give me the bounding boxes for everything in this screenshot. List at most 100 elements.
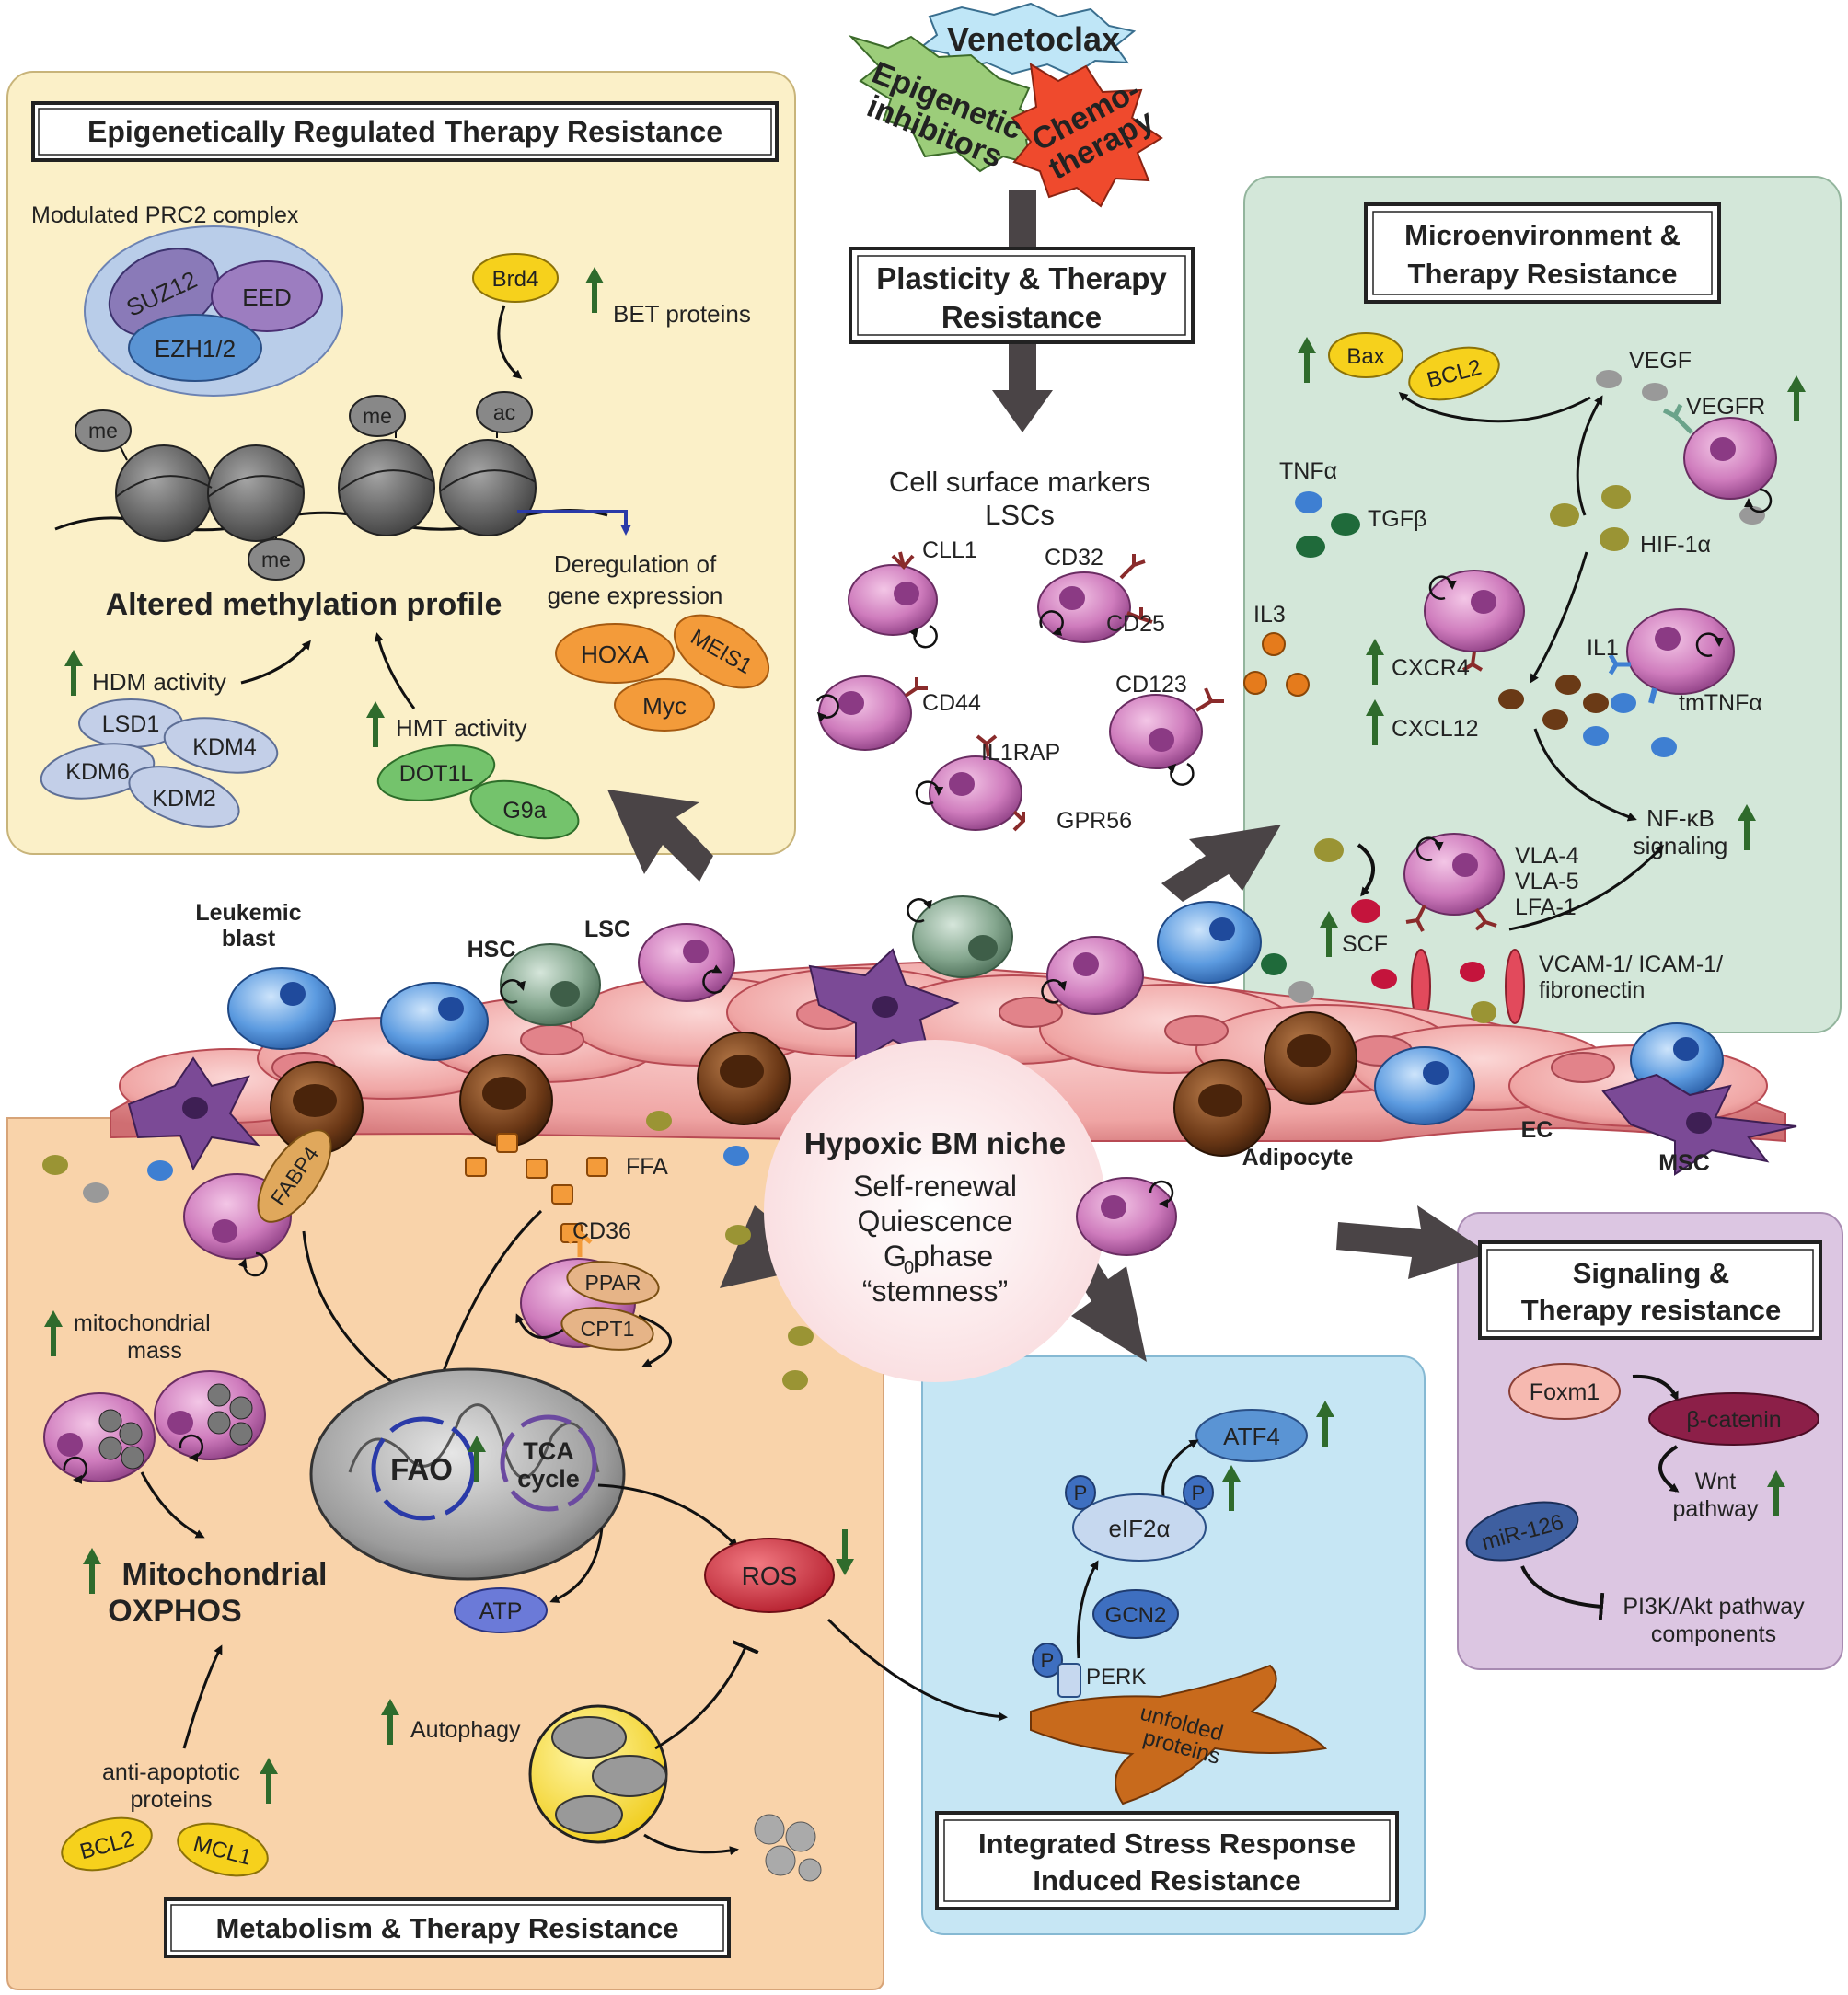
leukemic-blast-line1: Leukemic [195,900,301,926]
sig-title-line1: Signaling & [1573,1257,1730,1289]
ezh12 [128,314,262,382]
plasticity-title-line1: Plasticity & Therapy [876,261,1167,295]
atf4-label: ATF4 [1223,1423,1280,1450]
cxcr4-label: CXCR4 [1392,655,1470,681]
lsc-cell-cll1 [848,551,938,649]
lsc-cell-il1rap [915,734,1025,832]
enzyme-kdm2: KDM2 [152,786,215,812]
isr-panel [921,1355,1426,1935]
sig-title-box [1478,1240,1822,1340]
meta-title: Metabolism & Therapy Resistance [215,1912,678,1944]
bax-label: Bax [1346,344,1384,369]
lsc-label: LSC [584,917,630,942]
cpt1-oval [560,1307,654,1351]
anti-apop-line1: anti-apoptotic [102,1759,240,1785]
bax-oval [1328,332,1403,378]
micro-title-box [1364,202,1721,304]
micro-cell-cxcr4 [1424,570,1525,672]
niche-line-quiescence: Quiescence [858,1205,1013,1238]
atp-oval [454,1587,548,1633]
vegfr-label: VEGFR [1686,394,1765,420]
anti-apop-line2: proteins [131,1787,213,1813]
ros-oval [704,1538,835,1613]
tmtnfa-label: tmTNFα [1679,690,1762,716]
ec-label: EC [1521,1117,1553,1143]
hypoxic-niche [764,1040,1106,1382]
msc-label: MSC [1658,1150,1710,1176]
enzyme-g9a: G9a [502,798,546,824]
g9a-oval [469,779,580,840]
pi3k-line2: components [1651,1621,1776,1647]
er-shape [1030,1664,1328,1805]
mito-mass-cells [43,1370,266,1484]
nucleosomes [115,439,537,542]
enzyme-kdm4: KDM4 [192,734,257,760]
marker-cells: CLL1 CD32 CD25 CD44 CD123 [815,537,1224,834]
ac-mark: ac [493,400,515,424]
isr-title-box [935,1811,1399,1910]
enzyme-dot1l: DOT1L [399,761,474,787]
marker-il1rap: IL1RAP [981,740,1060,766]
niche-line-g-sub: 0 [904,1258,914,1278]
eed [211,260,323,332]
adipocytes [270,1011,1357,1157]
hsc-cell-2 [907,895,1013,978]
gene-myc: Myc [642,692,687,720]
dot1l-oval [376,744,496,801]
transcription-arrow [517,510,631,536]
micro-cell-integrin [1403,833,1505,932]
oxphos-line1: Mitochondrial [122,1557,328,1592]
niche-title: Hypoxic BM niche [804,1126,1066,1160]
sig-title-line2: Therapy resistance [1521,1294,1782,1326]
isr-title-line1: Integrated Stress Response [978,1828,1356,1860]
adipocyte-label: Adipocyte [1242,1145,1354,1170]
plasticity-title-line2: Resistance [941,300,1102,334]
marker-cd25: CD25 [1106,611,1165,637]
niche-line-selfrenewal: Self-renewal [853,1170,1017,1203]
wnt-line1: Wnt [1695,1469,1737,1494]
niche-line-stemness: “stemness” [862,1274,1008,1308]
cpt1-label: CPT1 [581,1317,635,1341]
prc2-label: Modulated PRC2 complex [31,202,299,228]
dereg-line1: Deregulation of [554,550,717,578]
prc2-ezh12: EZH1/2 [155,335,236,363]
epi-title-box [31,101,779,162]
eif2a-oval [1072,1493,1207,1562]
il1-label: IL1 [1587,635,1619,661]
markers-title-line1: Cell surface markers [889,466,1150,498]
hsc-label: HSC [468,937,516,963]
bcatenin-label: β-catenin [1686,1407,1781,1433]
adhesion-line2: fibronectin [1539,977,1645,1003]
histone-marks: me me ac me [75,391,533,581]
ppar-label: PPAR [585,1271,641,1295]
micro-cell-vegfr [1662,403,1777,513]
hsc-cell [500,943,601,1026]
dereg-line2: gene expression [548,582,723,609]
hdm-label: HDM activity [92,668,226,696]
tgfb-label: TGFβ [1368,506,1426,532]
mir126-oval [1465,1501,1579,1562]
tca-line1: TCA [523,1437,574,1465]
nfkb-line1: NF-κB [1646,804,1715,832]
marker-cd32: CD32 [1045,545,1103,571]
meta-bcl2-oval [61,1816,153,1872]
kdm6-oval [40,743,156,800]
plasticity-title-box [849,247,1195,344]
adhesion-line1: VCAM-1/ ICAM-1/ [1539,951,1723,977]
micro-title-line2: Therapy Resistance [1408,258,1678,290]
foxm1-oval [1508,1363,1621,1420]
marker-cll1: CLL1 [922,537,977,563]
gcn2-oval [1092,1589,1179,1639]
il3-label: IL3 [1253,602,1286,628]
cxcl12-label: CXCL12 [1392,716,1479,742]
pi3k-line1: PI3K/Akt pathway [1623,1594,1805,1620]
lsc-cell-cd44 [815,675,928,751]
nfkb-line2: signaling [1634,832,1728,859]
lsc-cell-cd123 [1109,687,1224,786]
ros-label: ROS [742,1562,798,1590]
leukemic-blast-cell [227,967,336,1050]
ffa-label: FFA [626,1154,668,1180]
integrin-vla5: VLA-5 [1515,869,1578,894]
mcl1-oval [177,1822,269,1877]
hoxa-oval [555,623,675,684]
